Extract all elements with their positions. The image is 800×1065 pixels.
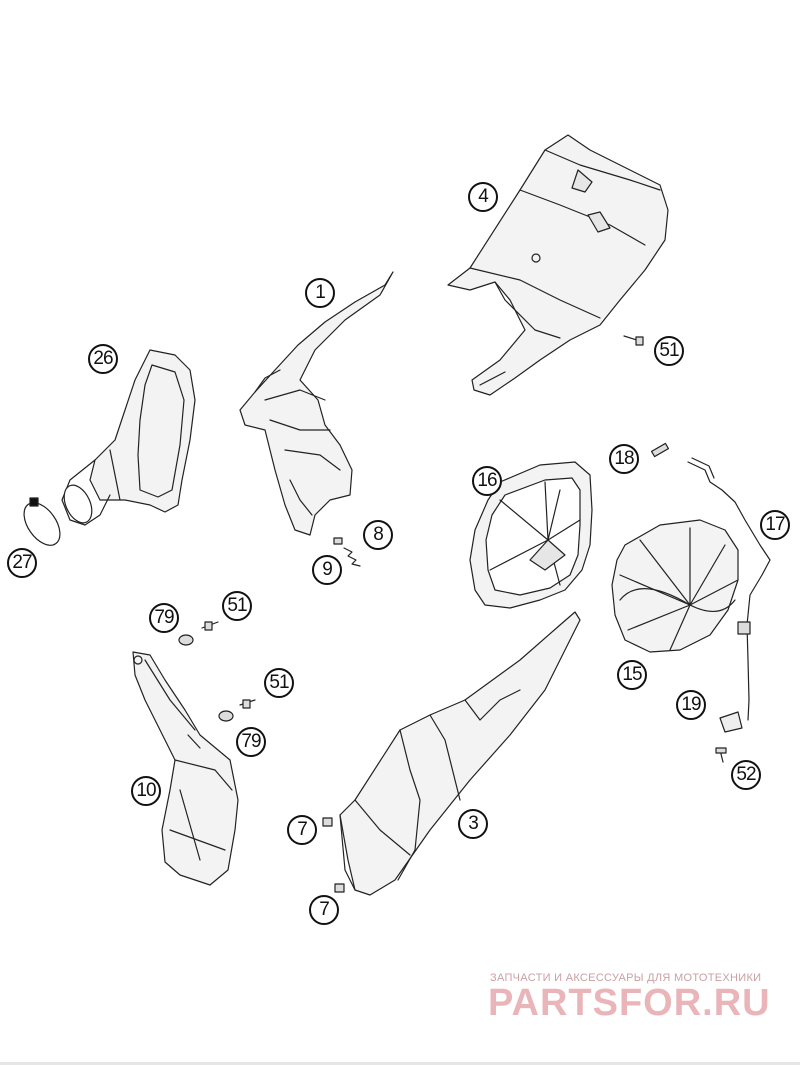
callout-52: 52 (731, 760, 761, 790)
callout-4: 4 (468, 182, 498, 212)
callout-79: 79 (236, 727, 266, 757)
part-air-filter (611, 519, 739, 653)
part-intake-boot (61, 349, 196, 526)
callout-10: 10 (131, 776, 161, 806)
callout-27: 27 (7, 548, 37, 578)
part-filter-rod (687, 457, 771, 721)
callout-8: 8 (363, 520, 393, 550)
callout-15: 15 (617, 660, 647, 690)
fasteners-79-51 (178, 621, 256, 722)
callout-51: 51 (264, 668, 294, 698)
callout-16: 16 (472, 466, 502, 496)
watermark-logo: PARTSFOR.RU (488, 982, 771, 1024)
callout-7: 7 (287, 815, 317, 845)
part-bracket-19 (715, 711, 743, 763)
pin-18 (650, 442, 670, 458)
callout-26: 26 (88, 344, 118, 374)
callout-9: 9 (312, 555, 342, 585)
fasteners-7 (322, 817, 345, 893)
part-front-bracket (239, 271, 394, 536)
part-side-cover (339, 611, 581, 896)
callout-1: 1 (305, 278, 335, 308)
part-airbox-cover (447, 134, 669, 396)
bottom-frame-line (0, 1062, 800, 1065)
callout-51: 51 (654, 336, 684, 366)
callout-3: 3 (458, 809, 488, 839)
callout-17: 17 (760, 510, 790, 540)
callout-79: 79 (149, 603, 179, 633)
callout-18: 18 (609, 444, 639, 474)
watermark-subtitle: ЗАПЧАСТИ И АКСЕССУАРЫ ДЛЯ МОТОТЕХНИКИ (490, 972, 762, 984)
callout-19: 19 (676, 690, 706, 720)
part-filter-cage (469, 461, 593, 609)
callout-51: 51 (222, 591, 252, 621)
screw-51-top (623, 335, 644, 346)
part-air-duct (132, 651, 239, 886)
part-clamp (23, 497, 61, 546)
callout-7: 7 (309, 895, 339, 925)
small-parts-8-9 (333, 537, 361, 567)
